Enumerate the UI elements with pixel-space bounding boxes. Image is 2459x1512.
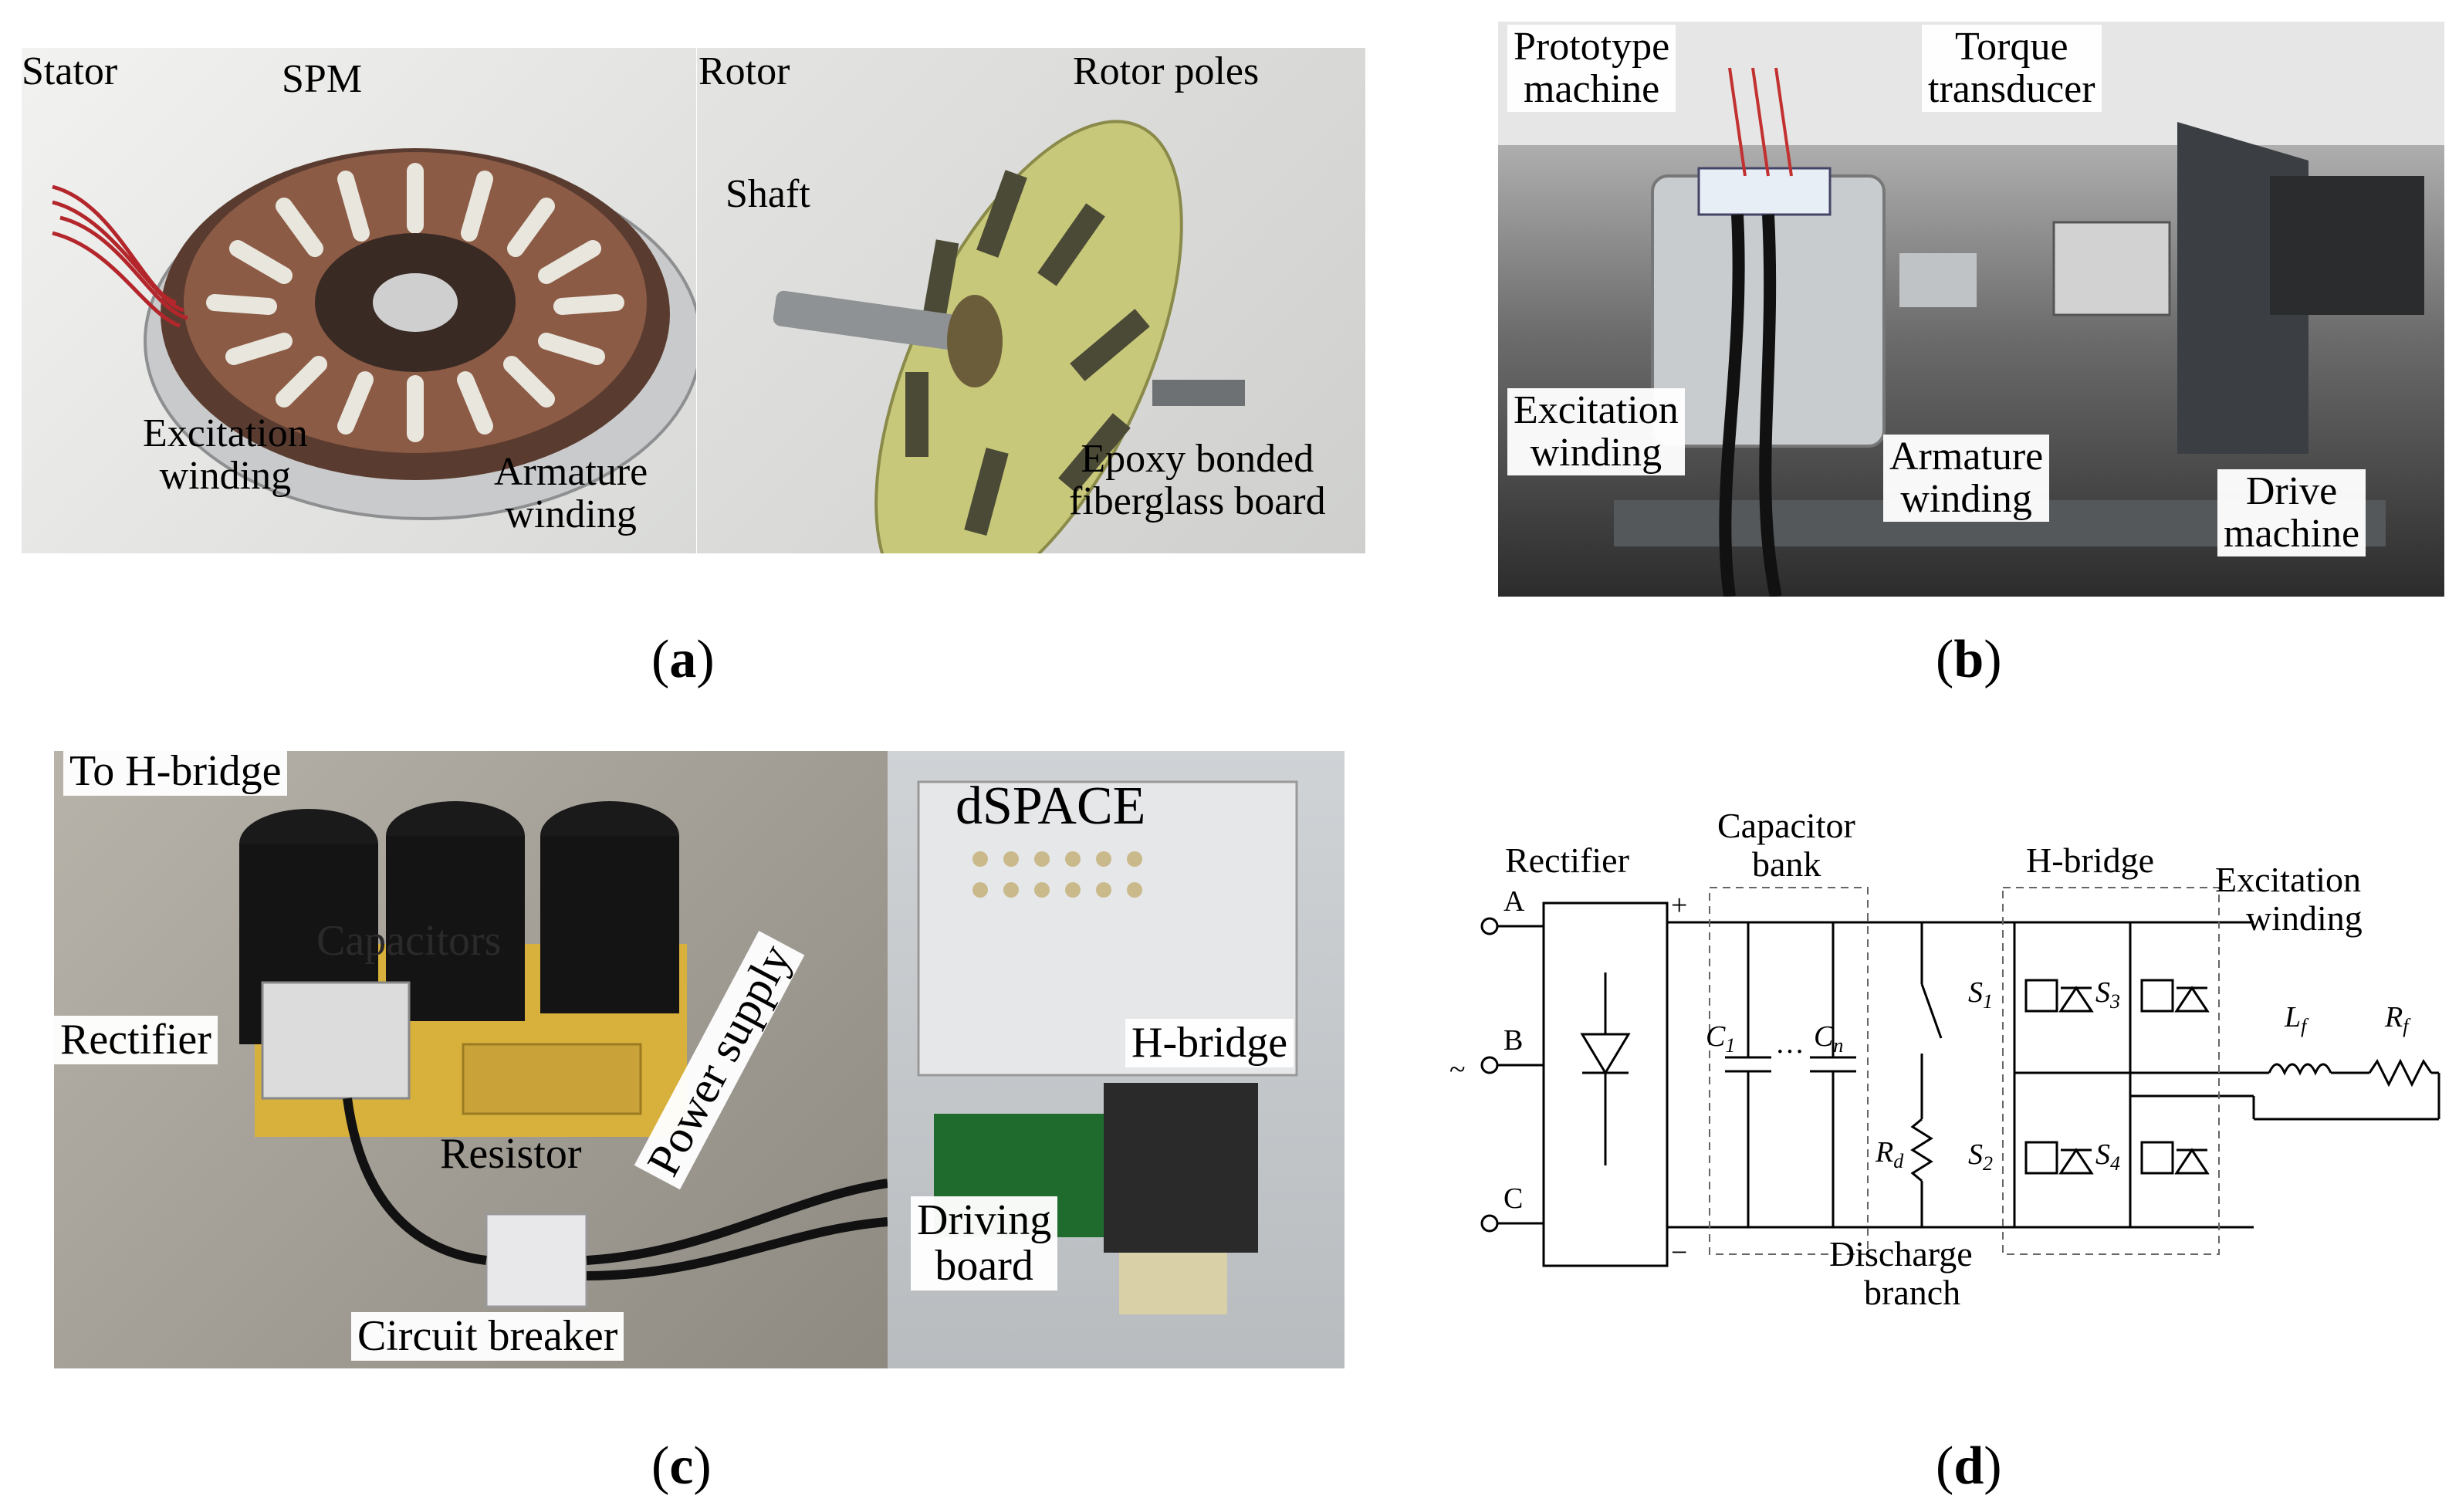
excitation-winding-label: Excitation winding [143,411,308,498]
rotor-illustration [773,120,1245,553]
panel-d-circuit: Rectifier Capacitor bank H-bridge Excita… [1449,806,2440,1312]
s1-label: S1 [1968,976,1993,1013]
caption-b: (b) [1936,630,2002,689]
ac-symbol: ~ [1449,1054,1466,1086]
minus-sign: − [1671,1236,1687,1269]
excitation-winding-label-b: Excitation winding [1507,388,1685,476]
discharge-branch-label-2: branch [1864,1273,1960,1312]
caption-c: (c) [651,1436,712,1496]
epoxy-board-label: Epoxy bonded fiberglass board [1069,437,1326,523]
capacitors-label: Capacitors [316,917,502,965]
armature-winding-label-b: Armature winding [1883,435,2050,523]
plus-sign: + [1671,889,1687,922]
prototype-machine-label: Prototype machine [1507,25,1676,113]
discharge-branch-label-1: Discharge [1829,1234,1973,1274]
armature-winding-label: Armature winding [494,450,648,536]
s3-label: S3 [2095,976,2120,1013]
excitation-winding-label-d2: winding [2246,898,2363,938]
stator-illustration [52,148,696,520]
h-bridge-label-c: H-bridge [1125,1019,1294,1067]
circuit-wires [1480,901,2440,1267]
controller-illustration [917,780,1298,1314]
to-h-bridge-label: To H-bridge [63,747,288,796]
dots: ··· [1775,1036,1805,1068]
rectifier-label-c: Rectifier [54,1016,218,1064]
torque-transducer-label: Torque transducer [1922,25,2102,113]
phase-b-label: B [1503,1024,1523,1057]
dashed-groups [1709,887,2220,1255]
circuit-breaker-label: Circuit breaker [351,1312,624,1361]
capacitor-bank-label-2: bank [1752,844,1821,884]
s4-label: S4 [2095,1138,2120,1175]
excitation-winding-label-d1: Excitation [2215,860,2361,899]
driving-board-label: Driving board [911,1196,1058,1290]
shaft-label: Shaft [726,172,810,216]
capacitor-bank-label-1: Capacitor [1717,806,1855,845]
h-bridge-label-d: H-bridge [2026,841,2154,880]
caption-d: (d) [1936,1436,2002,1496]
dspace-label: dSPACE [956,776,1146,836]
drive-machine-label: Drive machine [2217,469,2366,557]
rectifier-label-d: Rectifier [1505,841,1629,880]
stator-title: Stator [22,49,118,93]
stator-photo [22,48,696,553]
resistor-label: Resistor [440,1130,582,1178]
rotor-poles-label: Rotor poles [1073,49,1260,93]
s2-label: S2 [1968,1138,1993,1175]
c1-label: C1 [1706,1020,1735,1057]
lf-label: Lf [2284,1001,2309,1037]
rotor-title: Rotor [698,49,790,93]
rd-label: Rd [1875,1136,1904,1172]
rf-label: Rf [2384,1001,2411,1037]
phase-a-label: A [1503,885,1525,918]
spm-label: SPM [282,57,363,101]
phase-c-label: C [1503,1182,1523,1215]
rotor-photo [697,48,1365,553]
converter-illustration [239,801,888,1308]
caption-a: (a) [651,630,715,689]
cn-label: Cn [1814,1020,1843,1057]
